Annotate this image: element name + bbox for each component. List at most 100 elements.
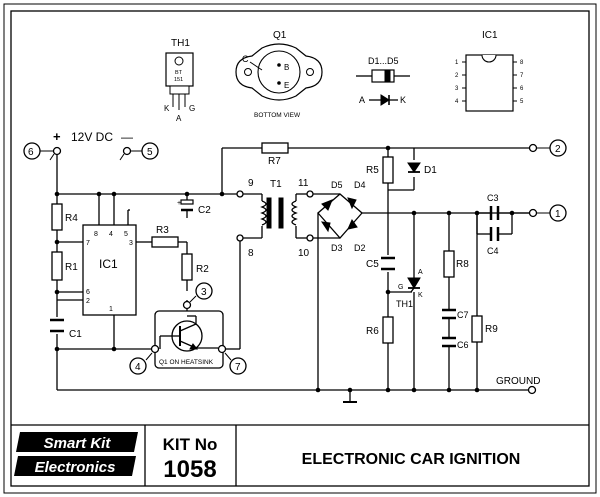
resistor-r3 xyxy=(151,236,179,248)
logo-line1: Smart Kit xyxy=(44,435,112,452)
svg-text:10: 10 xyxy=(298,248,310,259)
transformer-t1-label: T1 xyxy=(270,179,282,190)
inner-border xyxy=(10,10,590,487)
diode-d1 xyxy=(407,162,421,173)
svg-text:D1: D1 xyxy=(424,165,437,176)
thyristor-th1-label: TH1 xyxy=(396,299,413,309)
kit-number-label: KIT No xyxy=(163,435,218,454)
svg-text:R7: R7 xyxy=(268,156,281,167)
svg-text:K: K xyxy=(164,104,170,113)
capacitor-c5 xyxy=(381,256,395,271)
logo-line2: Electronics xyxy=(35,459,116,476)
bridge-rectifier xyxy=(317,193,363,239)
svg-text:G: G xyxy=(398,284,403,291)
svg-text:+: + xyxy=(177,200,181,207)
ic1-label: IC1 xyxy=(99,257,118,271)
svg-text:11: 11 xyxy=(298,178,309,189)
svg-text:1: 1 xyxy=(109,306,113,313)
outer-border xyxy=(3,3,597,494)
terminal-6-label: 6 xyxy=(28,147,34,158)
terminal-4-label: 4 xyxy=(135,362,141,373)
svg-text:C3: C3 xyxy=(487,193,499,203)
th1-package-drawing: TH1 BT 151 K G A xyxy=(164,38,195,123)
svg-text:K: K xyxy=(400,95,406,105)
th1-package-label: TH1 xyxy=(171,38,190,49)
terminal-7-label: 7 xyxy=(235,362,241,373)
q1-heatsink-label: Q1 ON HEATSINK xyxy=(159,359,214,366)
terminal-5[interactable]: 5 xyxy=(119,142,159,161)
svg-text:R4: R4 xyxy=(65,213,78,224)
svg-text:R5: R5 xyxy=(366,165,379,176)
terminal-5-label: 5 xyxy=(147,147,153,158)
svg-text:2: 2 xyxy=(455,73,459,79)
svg-text:K: K xyxy=(418,292,423,299)
svg-text:151: 151 xyxy=(174,77,183,83)
terminal-3[interactable]: 3 xyxy=(182,282,213,310)
svg-text:A: A xyxy=(359,95,365,105)
svg-text:C1: C1 xyxy=(69,329,82,340)
transistor-q1: Q1 ON HEATSINK xyxy=(154,310,224,369)
terminal-6[interactable]: 6 xyxy=(23,142,62,161)
resistor-r7 xyxy=(261,142,289,154)
ic1-chip: IC1 8 4 5 7 3 6 2 1 xyxy=(82,224,137,316)
svg-text:C2: C2 xyxy=(198,205,211,216)
svg-text:R2: R2 xyxy=(196,264,209,275)
svg-text:3: 3 xyxy=(455,86,459,92)
svg-text:8: 8 xyxy=(520,60,524,66)
diode-package-label: D1...D5 xyxy=(368,56,399,66)
capacitor-c4 xyxy=(489,227,500,241)
terminal-2[interactable]: 2 xyxy=(528,139,567,157)
terminal-3-label: 3 xyxy=(201,287,207,298)
svg-text:R3: R3 xyxy=(156,225,169,236)
resistor-r6 xyxy=(382,316,394,344)
page-title: ELECTRONIC CAR IGNITION xyxy=(302,451,521,468)
junction-dots xyxy=(54,145,515,393)
svg-text:C: C xyxy=(242,54,249,64)
svg-text:R8: R8 xyxy=(456,259,469,270)
svg-text:6: 6 xyxy=(86,289,90,296)
svg-text:5: 5 xyxy=(124,231,128,238)
svg-text:2: 2 xyxy=(86,298,90,305)
svg-text:4: 4 xyxy=(455,99,459,105)
q1-package-label: Q1 xyxy=(273,30,287,41)
svg-text:5: 5 xyxy=(520,99,524,105)
wiring xyxy=(56,147,530,403)
terminal-7[interactable]: 7 xyxy=(217,344,247,375)
terminal-1-label: 1 xyxy=(555,209,561,220)
resistor-r9 xyxy=(471,315,483,343)
ic1-package-drawing: IC1 1 2 3 4 8 7 6 5 xyxy=(455,30,524,112)
svg-text:E: E xyxy=(284,81,289,90)
svg-text:BT: BT xyxy=(175,70,183,76)
svg-text:8: 8 xyxy=(94,231,98,238)
svg-text:BOTTOM VIEW: BOTTOM VIEW xyxy=(254,112,301,119)
terminal-ground[interactable] xyxy=(527,385,537,395)
svg-text:9: 9 xyxy=(248,178,254,189)
terminal-2-label: 2 xyxy=(555,144,561,155)
capacitor-c3 xyxy=(489,206,500,220)
svg-text:3: 3 xyxy=(129,240,133,247)
ground-label: GROUND xyxy=(496,376,540,387)
terminal-1[interactable]: 1 xyxy=(528,204,567,222)
svg-text:C7: C7 xyxy=(457,310,469,320)
q1-package-drawing: Q1 C B E BOTTOM VIEW xyxy=(235,30,323,119)
supply-plus-label: + xyxy=(53,129,61,144)
capacitor-c7 xyxy=(442,308,456,320)
svg-text:R6: R6 xyxy=(366,326,379,337)
capacitor-c2: + xyxy=(177,199,194,212)
supply-voltage-label: 12V DC xyxy=(71,130,113,144)
resistor-r8 xyxy=(443,250,455,278)
smart-kit-logo: Smart Kit Electronics xyxy=(14,432,138,476)
resistor-r5 xyxy=(382,156,394,184)
terminal-4[interactable]: 4 xyxy=(129,344,160,375)
svg-text:R9: R9 xyxy=(485,324,498,335)
svg-text:B: B xyxy=(284,63,289,72)
ic1-package-label: IC1 xyxy=(482,30,498,41)
svg-text:C4: C4 xyxy=(487,246,499,256)
svg-text:C6: C6 xyxy=(457,340,469,350)
svg-text:8: 8 xyxy=(248,248,254,259)
diode-package-drawing: D1...D5 A K xyxy=(356,56,410,106)
svg-text:D3: D3 xyxy=(331,243,343,253)
svg-text:7: 7 xyxy=(520,73,524,79)
svg-text:D4: D4 xyxy=(354,180,366,190)
